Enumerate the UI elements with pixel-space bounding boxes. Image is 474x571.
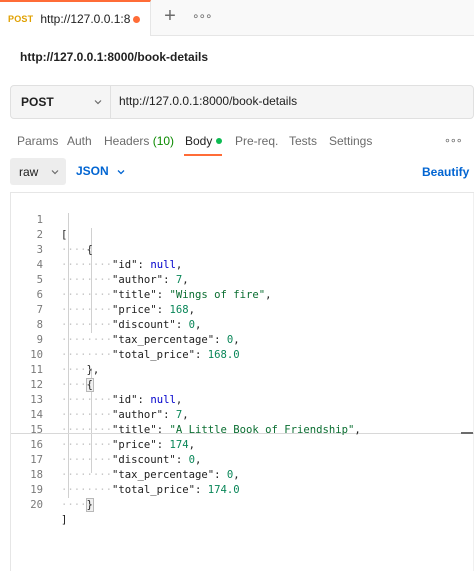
line-number: 18 <box>30 469 43 481</box>
current-line-highlight <box>11 433 474 434</box>
tab-headers-label: Headers <box>104 134 150 148</box>
tab-name-label: http://127.0.0.1:8 <box>40 12 131 26</box>
line-number: 4 <box>36 259 43 271</box>
code-line: 1 [ <box>11 198 474 241</box>
body-mode-select[interactable]: raw <box>10 158 66 185</box>
body-active-dot-icon <box>216 138 223 144</box>
line-number: 12 <box>30 379 43 391</box>
code-line: 19 ····} <box>11 468 474 512</box>
line-number: 16 <box>30 439 43 451</box>
line-number: 8 <box>36 319 43 331</box>
matched-bracket: { <box>85 378 94 392</box>
indent-guide <box>68 213 69 498</box>
value-id: null <box>150 394 176 406</box>
value-price: 168 <box>169 304 189 316</box>
value-total-price: 174.0 <box>207 484 240 496</box>
value-author: 7 <box>175 274 183 286</box>
method-select[interactable]: POST <box>11 86 111 118</box>
code-line: 14 ········"title": "A Little Book of Fr… <box>11 393 474 436</box>
code-line: 11 ····{ <box>11 348 474 392</box>
code-line: 13 ········"author": 7, <box>11 378 474 421</box>
line-number: 14 <box>30 409 43 421</box>
tab-body[interactable]: Body <box>185 134 223 148</box>
more-horizontal-icon[interactable]: ∘∘∘ <box>444 135 463 147</box>
tab-body-label: Body <box>185 134 213 148</box>
tab-strip: POST http://127.0.0.1:8 + ∘∘∘ <box>0 0 474 36</box>
line-number: 17 <box>30 454 43 466</box>
code-line: 9 ········"total_price": 168.0 <box>11 318 474 361</box>
line-number: 2 <box>36 229 43 241</box>
line-number: 13 <box>30 394 43 406</box>
value-price: 174 <box>169 439 189 451</box>
tab-tests[interactable]: Tests <box>289 134 318 148</box>
code-line: 5 ········"title": "Wings of fire", <box>11 258 474 301</box>
line-number: 1 <box>36 214 43 226</box>
code-line: 17 ········"tax_percentage": 0, <box>11 438 474 481</box>
tab-method-label: POST <box>8 14 34 24</box>
body-mode-label: raw <box>19 164 39 179</box>
value-total-price: 168.0 <box>207 349 240 361</box>
code-editor[interactable]: 1 [ 2 ····{ 3 ········"id": null, 4 ····… <box>10 192 474 571</box>
chevron-down-icon <box>117 170 125 175</box>
chevron-down-icon <box>51 170 59 175</box>
line-number: 9 <box>36 334 43 346</box>
code-line: 2 ····{ <box>11 213 474 256</box>
line-number: 7 <box>36 304 43 316</box>
code-line: 4 ········"author": 7, <box>11 243 474 286</box>
value-discount: 0 <box>188 319 195 331</box>
value-author: 7 <box>175 409 183 421</box>
tab-headers[interactable]: Headers (10) <box>104 134 174 148</box>
beautify-button[interactable]: Beautify <box>422 165 470 179</box>
tab-prereq[interactable]: Pre-req. <box>235 134 279 148</box>
matched-bracket: } <box>85 498 94 512</box>
body-toolbar: raw JSON Beautify <box>0 158 474 186</box>
line-number: 19 <box>30 484 43 496</box>
tab-params[interactable]: Params <box>17 134 59 148</box>
request-tab[interactable]: POST http://127.0.0.1:8 <box>0 0 151 36</box>
body-format-select[interactable]: JSON <box>76 164 125 178</box>
chevron-down-icon <box>94 100 102 105</box>
code-line: 15 ········"price": 174, <box>11 408 474 451</box>
value-id: null <box>150 259 176 271</box>
more-horizontal-icon[interactable]: ∘∘∘ <box>192 9 213 23</box>
code-line: 10 ····}, <box>11 333 474 376</box>
line-number: 5 <box>36 274 43 286</box>
value-discount: 0 <box>188 454 195 466</box>
url-bar: POST http://127.0.0.1:8000/book-details <box>10 85 474 119</box>
code-line: 18 ········"total_price": 174.0 <box>11 453 474 496</box>
value-title: "Wings of fire" <box>169 289 266 301</box>
code-line: 8 ········"tax_percentage": 0, <box>11 303 474 346</box>
unsaved-dot-icon[interactable] <box>133 16 140 23</box>
active-tab-underline <box>184 154 222 156</box>
line-number: 3 <box>36 244 43 256</box>
request-tabs: Params Auth Headers (10) Body Pre-req. T… <box>0 128 474 156</box>
code-line: 6 ········"price": 168, <box>11 273 474 316</box>
indent-guide <box>91 228 92 333</box>
line-number: 11 <box>30 364 43 376</box>
indent-guide <box>91 368 92 473</box>
line-number: 20 <box>30 499 43 511</box>
code-line: 20 ] <box>11 483 474 526</box>
method-select-label: POST <box>21 95 54 109</box>
code-line: 12 ········"id": null, <box>11 363 474 406</box>
code-line: 3 ········"id": null, <box>11 228 474 271</box>
headers-count: (10) <box>152 134 175 148</box>
line-number: 10 <box>30 349 43 361</box>
code-line: 7 ········"discount": 0, <box>11 288 474 331</box>
tab-settings[interactable]: Settings <box>329 134 373 148</box>
body-format-label: JSON <box>76 164 109 178</box>
value-tax-percentage: 0 <box>226 334 234 346</box>
line-number: 6 <box>36 289 43 301</box>
value-tax-percentage: 0 <box>226 469 234 481</box>
request-title[interactable]: http://127.0.0.1:8000/book-details <box>20 50 209 64</box>
line-number: 15 <box>30 424 43 436</box>
tab-auth[interactable]: Auth <box>67 134 92 148</box>
url-input[interactable]: http://127.0.0.1:8000/book-details <box>119 94 298 108</box>
plus-icon[interactable]: + <box>164 5 176 27</box>
value-title: "A Little Book of Friendship" <box>169 424 355 436</box>
scroll-position-marker <box>461 432 473 434</box>
code-line: 16 ········"discount": 0, <box>11 423 474 466</box>
